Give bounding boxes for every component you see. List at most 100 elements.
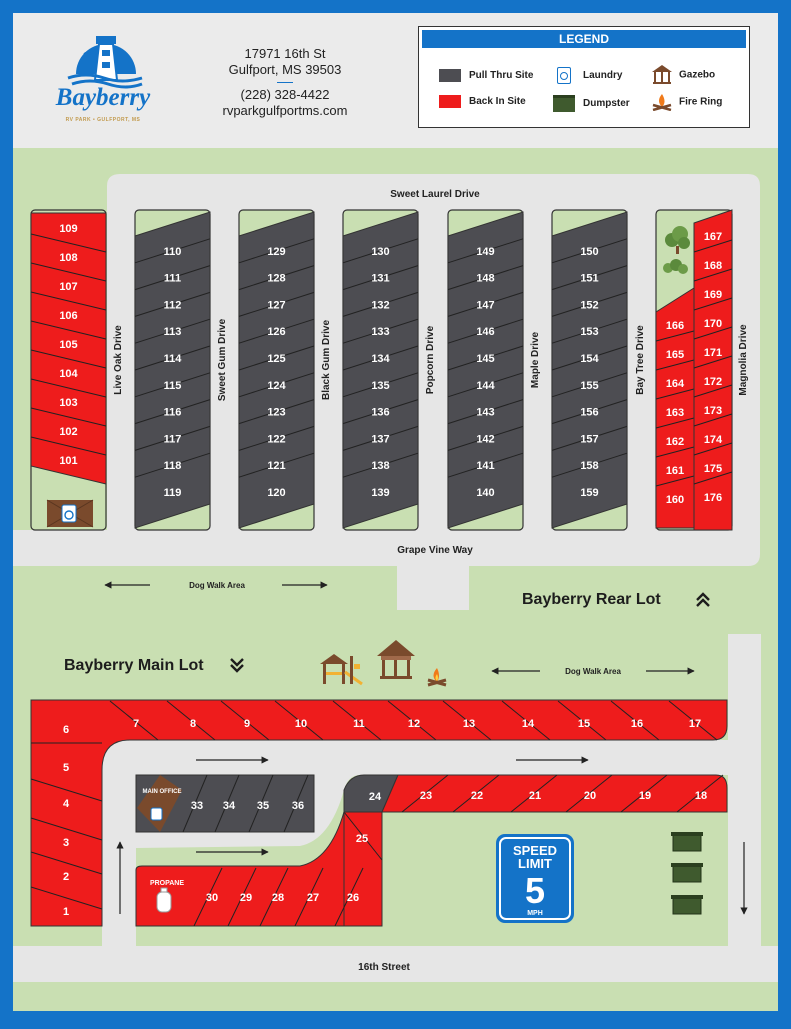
site-3[interactable]: 3	[63, 837, 69, 849]
site-35[interactable]: 35	[257, 800, 269, 812]
site-23[interactable]: 23	[420, 790, 432, 802]
site-162[interactable]: 162	[666, 436, 684, 448]
site-111[interactable]: 111	[164, 273, 181, 285]
site-20[interactable]: 20	[584, 790, 596, 802]
site-175[interactable]: 175	[704, 463, 722, 475]
site-123[interactable]: 123	[267, 407, 285, 419]
site-104[interactable]: 104	[59, 368, 78, 380]
site-164[interactable]: 164	[666, 378, 685, 390]
site-146[interactable]: 146	[476, 326, 494, 338]
site-34[interactable]: 34	[223, 800, 236, 812]
contact-phone-link[interactable]: (228) 328-4422	[240, 87, 330, 102]
site-113[interactable]: 113	[164, 326, 182, 338]
site-14[interactable]: 14	[522, 718, 535, 730]
site-120[interactable]: 120	[267, 487, 285, 499]
site-128[interactable]: 128	[267, 273, 285, 285]
site-17[interactable]: 17	[689, 718, 701, 730]
site-152[interactable]: 152	[580, 299, 598, 311]
site-22[interactable]: 22	[471, 790, 483, 802]
site-9[interactable]: 9	[244, 718, 250, 730]
site-101[interactable]: 101	[59, 455, 77, 467]
site-2[interactable]: 2	[63, 871, 69, 883]
site-15[interactable]: 15	[578, 718, 590, 730]
site-24[interactable]: 24	[369, 791, 382, 803]
site-124[interactable]: 124	[267, 380, 286, 392]
site-158[interactable]: 158	[580, 460, 598, 472]
site-107[interactable]: 107	[59, 281, 77, 293]
site-116[interactable]: 116	[164, 407, 182, 419]
site-119[interactable]: 119	[164, 487, 182, 499]
site-25[interactable]: 25	[356, 833, 368, 845]
site-129[interactable]: 129	[267, 246, 285, 258]
site-130[interactable]: 130	[371, 246, 389, 258]
site-105[interactable]: 105	[59, 339, 77, 351]
site-148[interactable]: 148	[476, 273, 494, 285]
site-150[interactable]: 150	[580, 246, 598, 258]
site-4[interactable]: 4	[63, 798, 70, 810]
site-153[interactable]: 153	[580, 326, 598, 338]
site-172[interactable]: 172	[704, 376, 722, 388]
site-118[interactable]: 118	[164, 460, 182, 472]
site-138[interactable]: 138	[371, 460, 389, 472]
site-136[interactable]: 136	[371, 407, 389, 419]
site-110[interactable]: 110	[164, 246, 182, 258]
site-108[interactable]: 108	[59, 252, 77, 264]
site-102[interactable]: 102	[59, 426, 77, 438]
site-122[interactable]: 122	[267, 433, 285, 445]
site-13[interactable]: 13	[463, 718, 475, 730]
site-103[interactable]: 103	[59, 397, 77, 409]
site-125[interactable]: 125	[267, 353, 285, 365]
site-121[interactable]: 121	[267, 460, 285, 472]
site-36[interactable]: 36	[292, 800, 304, 812]
site-29[interactable]: 29	[240, 892, 252, 904]
site-115[interactable]: 115	[164, 380, 182, 392]
site-112[interactable]: 112	[164, 299, 182, 311]
site-21[interactable]: 21	[529, 790, 541, 802]
site-140[interactable]: 140	[476, 487, 494, 499]
site-26[interactable]: 26	[347, 892, 359, 904]
site-6[interactable]: 6	[63, 724, 69, 736]
site-117[interactable]: 117	[164, 433, 182, 445]
site-132[interactable]: 132	[371, 299, 389, 311]
site-106[interactable]: 106	[59, 310, 77, 322]
site-1[interactable]: 1	[63, 906, 69, 918]
site-170[interactable]: 170	[704, 318, 722, 330]
site-149[interactable]: 149	[476, 246, 494, 258]
site-167[interactable]: 167	[704, 231, 722, 243]
site-114[interactable]: 114	[164, 353, 183, 365]
site-143[interactable]: 143	[476, 407, 494, 419]
site-139[interactable]: 139	[371, 487, 389, 499]
site-109[interactable]: 109	[59, 223, 77, 235]
site-33[interactable]: 33	[191, 800, 203, 812]
site-145[interactable]: 145	[476, 353, 494, 365]
site-18[interactable]: 18	[695, 790, 707, 802]
site-11[interactable]: 11	[353, 718, 365, 730]
site-144[interactable]: 144	[476, 380, 495, 392]
site-135[interactable]: 135	[371, 380, 389, 392]
site-161[interactable]: 161	[666, 465, 684, 477]
site-134[interactable]: 134	[371, 353, 390, 365]
site-133[interactable]: 133	[371, 326, 389, 338]
site-27[interactable]: 27	[307, 892, 319, 904]
site-141[interactable]: 141	[476, 460, 494, 472]
site-155[interactable]: 155	[580, 380, 598, 392]
site-163[interactable]: 163	[666, 407, 684, 419]
site-154[interactable]: 154	[580, 353, 599, 365]
site-5[interactable]: 5	[63, 762, 69, 774]
site-126[interactable]: 126	[267, 326, 285, 338]
site-7[interactable]: 7	[133, 718, 139, 730]
contact-website-link[interactable]: rvparkgulfportms.com	[222, 103, 348, 118]
site-10[interactable]: 10	[295, 718, 307, 730]
site-131[interactable]: 131	[371, 273, 389, 285]
site-157[interactable]: 157	[580, 433, 598, 445]
site-160[interactable]: 160	[666, 494, 684, 506]
site-151[interactable]: 151	[580, 273, 598, 285]
site-127[interactable]: 127	[267, 299, 285, 311]
site-142[interactable]: 142	[476, 433, 494, 445]
site-19[interactable]: 19	[639, 790, 651, 802]
site-12[interactable]: 12	[408, 718, 420, 730]
site-174[interactable]: 174	[704, 434, 723, 446]
site-137[interactable]: 137	[371, 433, 389, 445]
site-173[interactable]: 173	[704, 405, 722, 417]
site-165[interactable]: 165	[666, 349, 684, 361]
